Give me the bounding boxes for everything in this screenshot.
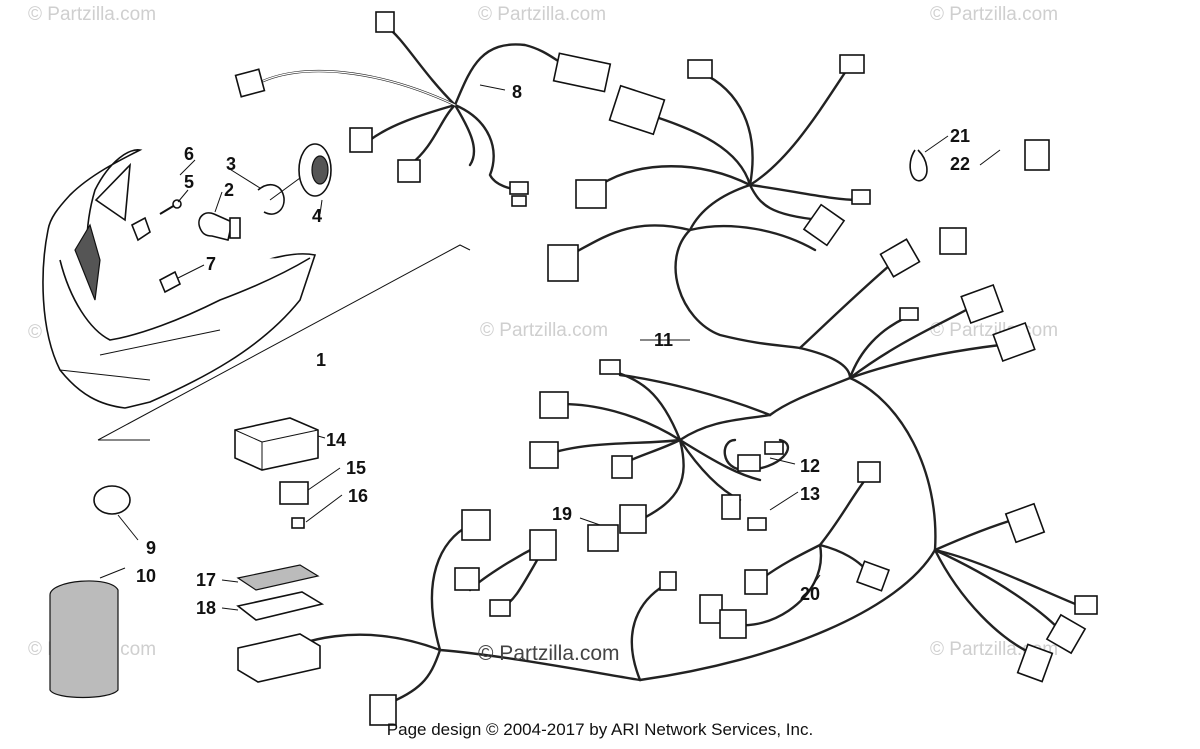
callout-11: 11: [654, 330, 673, 350]
callout-labels: 1 2 3 4 5 6 7 8 9 10 11 12 13 14 15 16 1…: [136, 82, 970, 618]
callout-6: 6: [184, 144, 194, 164]
watermark: © Partzilla.com: [930, 4, 1058, 25]
harness-lower-connectors: [369, 359, 891, 726]
callout-9: 9: [146, 538, 156, 558]
callout-1: 1: [316, 350, 326, 370]
callout-3: 3: [226, 154, 236, 174]
callout-8: 8: [512, 82, 522, 102]
callout-18: 18: [196, 598, 216, 618]
callout-15: 15: [346, 458, 366, 478]
harness-main-connectors: [547, 54, 1098, 683]
callout-12: 12: [800, 456, 820, 476]
harness-upper-connectors: [234, 11, 612, 207]
center-watermark: © Partzilla.com: [478, 642, 620, 665]
watermark: © Partzilla.com: [28, 4, 156, 25]
callout-19: 19: [552, 504, 572, 524]
callout-7: 7: [206, 254, 216, 274]
callout-13: 13: [800, 484, 820, 504]
harness-main: [568, 63, 1087, 682]
headlight-assembly: [42, 149, 471, 441]
callout-20: 20: [800, 584, 820, 604]
fuse-relay-parts: [49, 84, 1001, 699]
callout-17: 17: [196, 570, 216, 590]
callout-5: 5: [184, 172, 194, 192]
callout-21: 21: [950, 126, 970, 146]
footer-copyright: Page design © 2004-2017 by ARI Network S…: [386, 720, 814, 739]
callout-10: 10: [136, 566, 156, 586]
callout-2: 2: [224, 180, 234, 200]
callout-22: 22: [950, 154, 970, 174]
watermark: © Partzilla.com: [478, 4, 606, 25]
callout-4: 4: [312, 206, 322, 226]
bulb-components: [130, 143, 332, 294]
callout-16: 16: [348, 486, 368, 506]
callout-14: 14: [326, 430, 346, 450]
watermark: © Partzilla.com: [480, 320, 608, 341]
